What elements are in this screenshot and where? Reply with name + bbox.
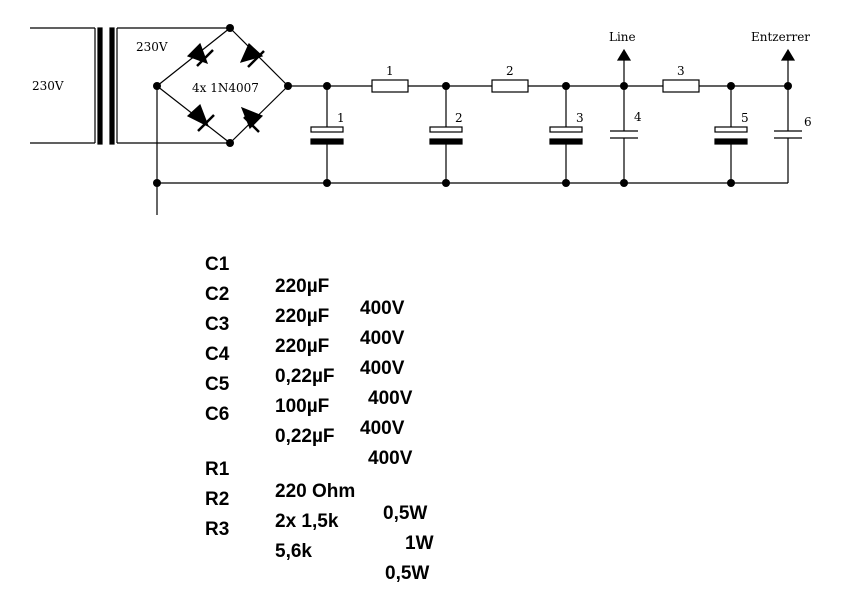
capacitor-2 — [429, 86, 463, 183]
resistor-1 — [371, 79, 409, 93]
mains-input — [30, 27, 96, 144]
part-rating: 400V — [360, 418, 405, 439]
bridge-rectifier — [156, 27, 289, 144]
part-ref: C2 — [205, 284, 230, 305]
part-value: 220µF — [275, 336, 330, 357]
resistor-1-number: 1 — [386, 64, 394, 78]
part-rating: 0,5W — [385, 563, 430, 584]
part-ref: R3 — [205, 519, 230, 540]
capacitor-6-number: 6 — [804, 115, 812, 129]
line-output-tap — [616, 48, 632, 86]
entzerrer-output-label: Entzerrer — [751, 30, 810, 44]
parts-row-c2: C2 220µF 400V — [205, 262, 404, 372]
part-ref: C5 — [205, 374, 230, 395]
capacitor-4-number: 4 — [634, 110, 642, 124]
part-rating: 1W — [405, 533, 434, 554]
capacitor-6 — [774, 86, 802, 183]
capacitor-3-number: 3 — [576, 111, 584, 125]
parts-row-r1: R1 220 Ohm 0,5W — [205, 437, 427, 547]
part-value: 0,22µF — [275, 426, 335, 447]
junction-dots — [153, 24, 792, 187]
part-rating: 400V — [360, 328, 405, 349]
bridge-diode-label: 4x 1N4007 — [192, 81, 259, 95]
part-rating: 0,5W — [383, 503, 428, 524]
part-value: 220 Ohm — [275, 481, 356, 502]
part-ref: R2 — [205, 489, 230, 510]
part-value: 5,6k — [275, 541, 312, 562]
diode-top-right — [239, 42, 265, 68]
parts-row-c4: C4 0,22µF 400V — [205, 322, 412, 432]
part-value: 2x 1,5k — [275, 511, 339, 532]
capacitor-2-number: 2 — [455, 111, 463, 125]
capacitor-5 — [714, 86, 748, 183]
part-rating: 400V — [360, 298, 405, 319]
part-ref: C4 — [205, 344, 230, 365]
parts-row-c5: C5 100µF 400V — [205, 352, 404, 462]
parts-row-r3: R3 5,6k 0,5W — [205, 497, 429, 607]
resistor-3 — [662, 79, 700, 93]
part-rating: 400V — [368, 448, 413, 469]
parts-row-c1: C1 220µF 400V — [205, 232, 404, 342]
part-value: 0,22µF — [275, 366, 335, 387]
diode-bottom-right — [240, 106, 264, 133]
secondary-voltage-label: 230V — [136, 40, 168, 54]
entzerrer-output-tap — [780, 48, 796, 86]
capacitor-1-number: 1 — [337, 111, 345, 125]
parts-row-c3: C3 220µF 400V — [205, 292, 404, 402]
capacitor-3 — [549, 86, 583, 183]
part-rating: 400V — [368, 388, 413, 409]
part-ref: C6 — [205, 404, 230, 425]
part-value: 100µF — [275, 396, 330, 417]
diode-bottom-left — [186, 103, 215, 132]
part-ref: C1 — [205, 254, 230, 275]
resistor-2-number: 2 — [506, 64, 514, 78]
capacitor-4 — [610, 86, 638, 183]
line-output-label: Line — [609, 30, 636, 44]
resistor-2 — [491, 79, 529, 93]
power-supply-schematic: 230V 230V 4x 1N4007 Line Entzerrer 1 2 3… — [30, 24, 812, 215]
mains-voltage-label: 230V — [32, 79, 64, 93]
capacitor-1 — [310, 86, 344, 183]
part-ref: R1 — [205, 459, 230, 480]
transformer — [97, 27, 230, 145]
part-ref: C3 — [205, 314, 230, 335]
part-value: 220µF — [275, 276, 330, 297]
diode-top-left — [186, 42, 214, 67]
part-value: 220µF — [275, 306, 330, 327]
resistor-3-number: 3 — [677, 64, 685, 78]
parts-row-c6: C6 0,22µF 400V — [205, 382, 412, 492]
part-rating: 400V — [360, 358, 405, 379]
capacitor-5-number: 5 — [741, 111, 749, 125]
